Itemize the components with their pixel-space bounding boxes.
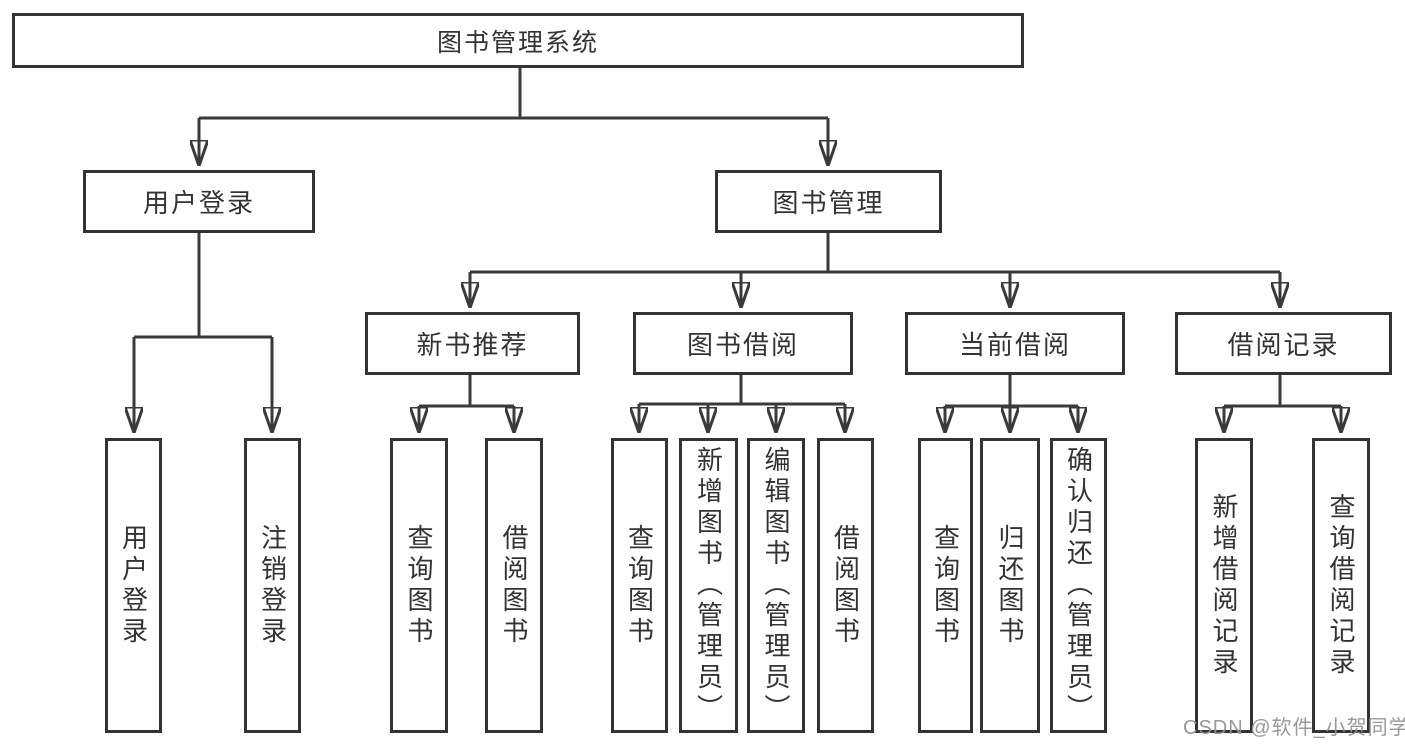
node-new-book-recommend: 新书推荐: [365, 312, 580, 375]
leaf-edit-book-admin: 编辑图书（管理员）: [747, 438, 805, 733]
node-label: 当前借阅: [958, 330, 1071, 360]
leaf-label: 新增图书（管理员）: [693, 446, 724, 725]
leaf-borrow-books-2: 借阅图书: [817, 438, 874, 733]
leaf-label: 注销登录: [257, 523, 288, 648]
leaf-query-books-3: 查询图书: [918, 438, 973, 733]
leaf-add-borrow-record: 新增借阅记录: [1195, 438, 1253, 733]
leaf-label: 用户登录: [118, 523, 149, 648]
leaf-label: 归还图书: [995, 523, 1025, 648]
node-current-borrow: 当前借阅: [905, 312, 1125, 375]
leaf-return-book: 归还图书: [980, 438, 1040, 733]
leaf-query-books-2: 查询图书: [611, 438, 668, 733]
leaf-label: 新增借阅记录: [1209, 492, 1239, 679]
leaf-confirm-return-admin: 确认归还（管理员）: [1050, 438, 1107, 733]
leaf-label: 查询图书: [624, 523, 655, 648]
node-label: 图书管理: [772, 188, 885, 218]
leaf-query-borrow-record: 查询借阅记录: [1312, 438, 1370, 733]
leaf-label: 借阅图书: [830, 523, 861, 648]
node-label: 用户登录: [142, 188, 255, 218]
leaf-label: 借阅图书: [499, 523, 529, 648]
node-label: 新书推荐: [416, 330, 529, 360]
node-user-login: 用户登录: [83, 170, 315, 233]
node-label: 图书借阅: [686, 330, 799, 360]
leaf-label: 确认归还（管理员）: [1063, 446, 1094, 725]
node-book-management: 图书管理: [715, 170, 942, 233]
leaf-user-login: 用户登录: [105, 438, 162, 733]
leaf-add-book-admin: 新增图书（管理员）: [679, 438, 738, 733]
csdn-watermark: CSDN @软件_小贺同学: [1183, 717, 1405, 739]
leaf-logout: 注销登录: [244, 438, 301, 733]
leaf-label: 查询图书: [404, 523, 434, 648]
node-label: 借阅记录: [1227, 330, 1340, 360]
leaf-label: 编辑图书（管理员）: [761, 446, 791, 725]
node-book-borrow: 图书借阅: [633, 312, 853, 375]
node-label: 图书管理系统: [436, 28, 599, 57]
leaf-label: 查询借阅记录: [1326, 492, 1356, 679]
leaf-borrow-books-1: 借阅图书: [485, 438, 543, 733]
node-library-system: 图书管理系统: [12, 13, 1024, 68]
node-borrow-records: 借阅记录: [1175, 312, 1392, 375]
leaf-label: 查询图书: [930, 523, 961, 648]
leaf-query-books-1: 查询图书: [390, 438, 448, 733]
